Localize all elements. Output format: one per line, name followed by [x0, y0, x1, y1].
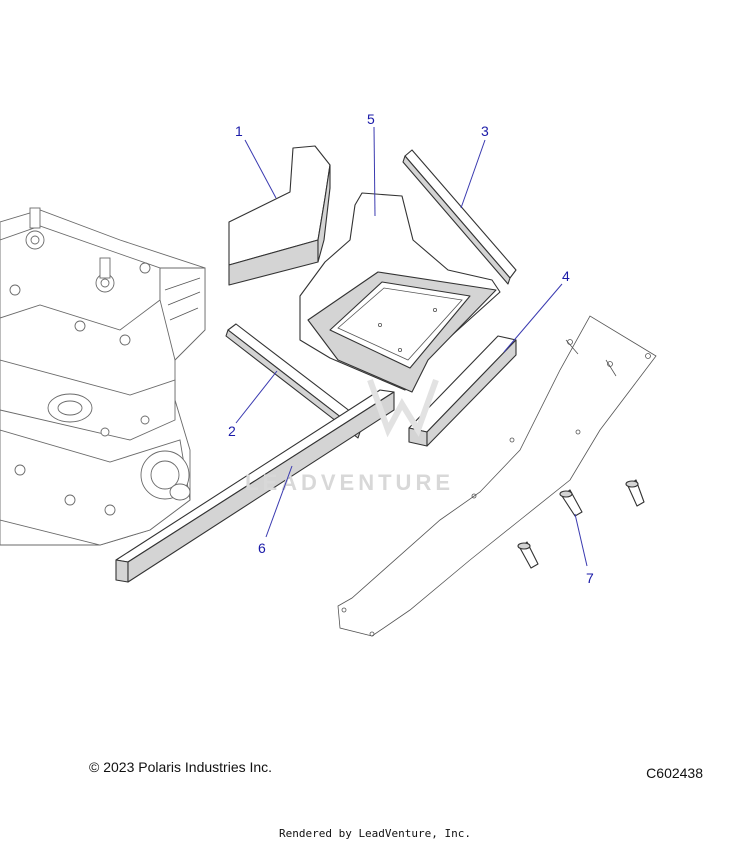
skid-plate: [337, 315, 657, 637]
part-5-gasket: [299, 192, 501, 393]
engine-illustration: [0, 207, 206, 546]
part-4-block: [408, 335, 517, 447]
callout-4: 4: [562, 268, 570, 284]
parts-diagram: LEADVENTURE 1 2 3 4 5 6 7: [0, 111, 657, 637]
callout-5: 5: [367, 111, 375, 127]
callout-7: 7: [586, 570, 594, 586]
rendered-by-text: Rendered by LeadVenture, Inc.: [278, 827, 472, 840]
part-6-bar: [115, 389, 395, 583]
callout-1: 1: [235, 123, 243, 139]
part-3-strip: [402, 149, 517, 285]
fastener-icon: [559, 489, 583, 517]
copyright-text: © 2023 Polaris Industries Inc.: [89, 759, 273, 775]
fastener-icon: [517, 541, 539, 569]
part-7-fasteners: [517, 479, 645, 569]
callout-2: 2: [228, 423, 236, 439]
diagram-code: C602438: [646, 765, 703, 781]
part-1-panel: [228, 145, 331, 286]
callout-3: 3: [481, 123, 489, 139]
fastener-icon: [625, 479, 645, 507]
leadventure-watermark: LEADVENTURE: [245, 378, 454, 495]
callout-6: 6: [258, 540, 266, 556]
svg-text:LEADVENTURE: LEADVENTURE: [245, 470, 454, 495]
